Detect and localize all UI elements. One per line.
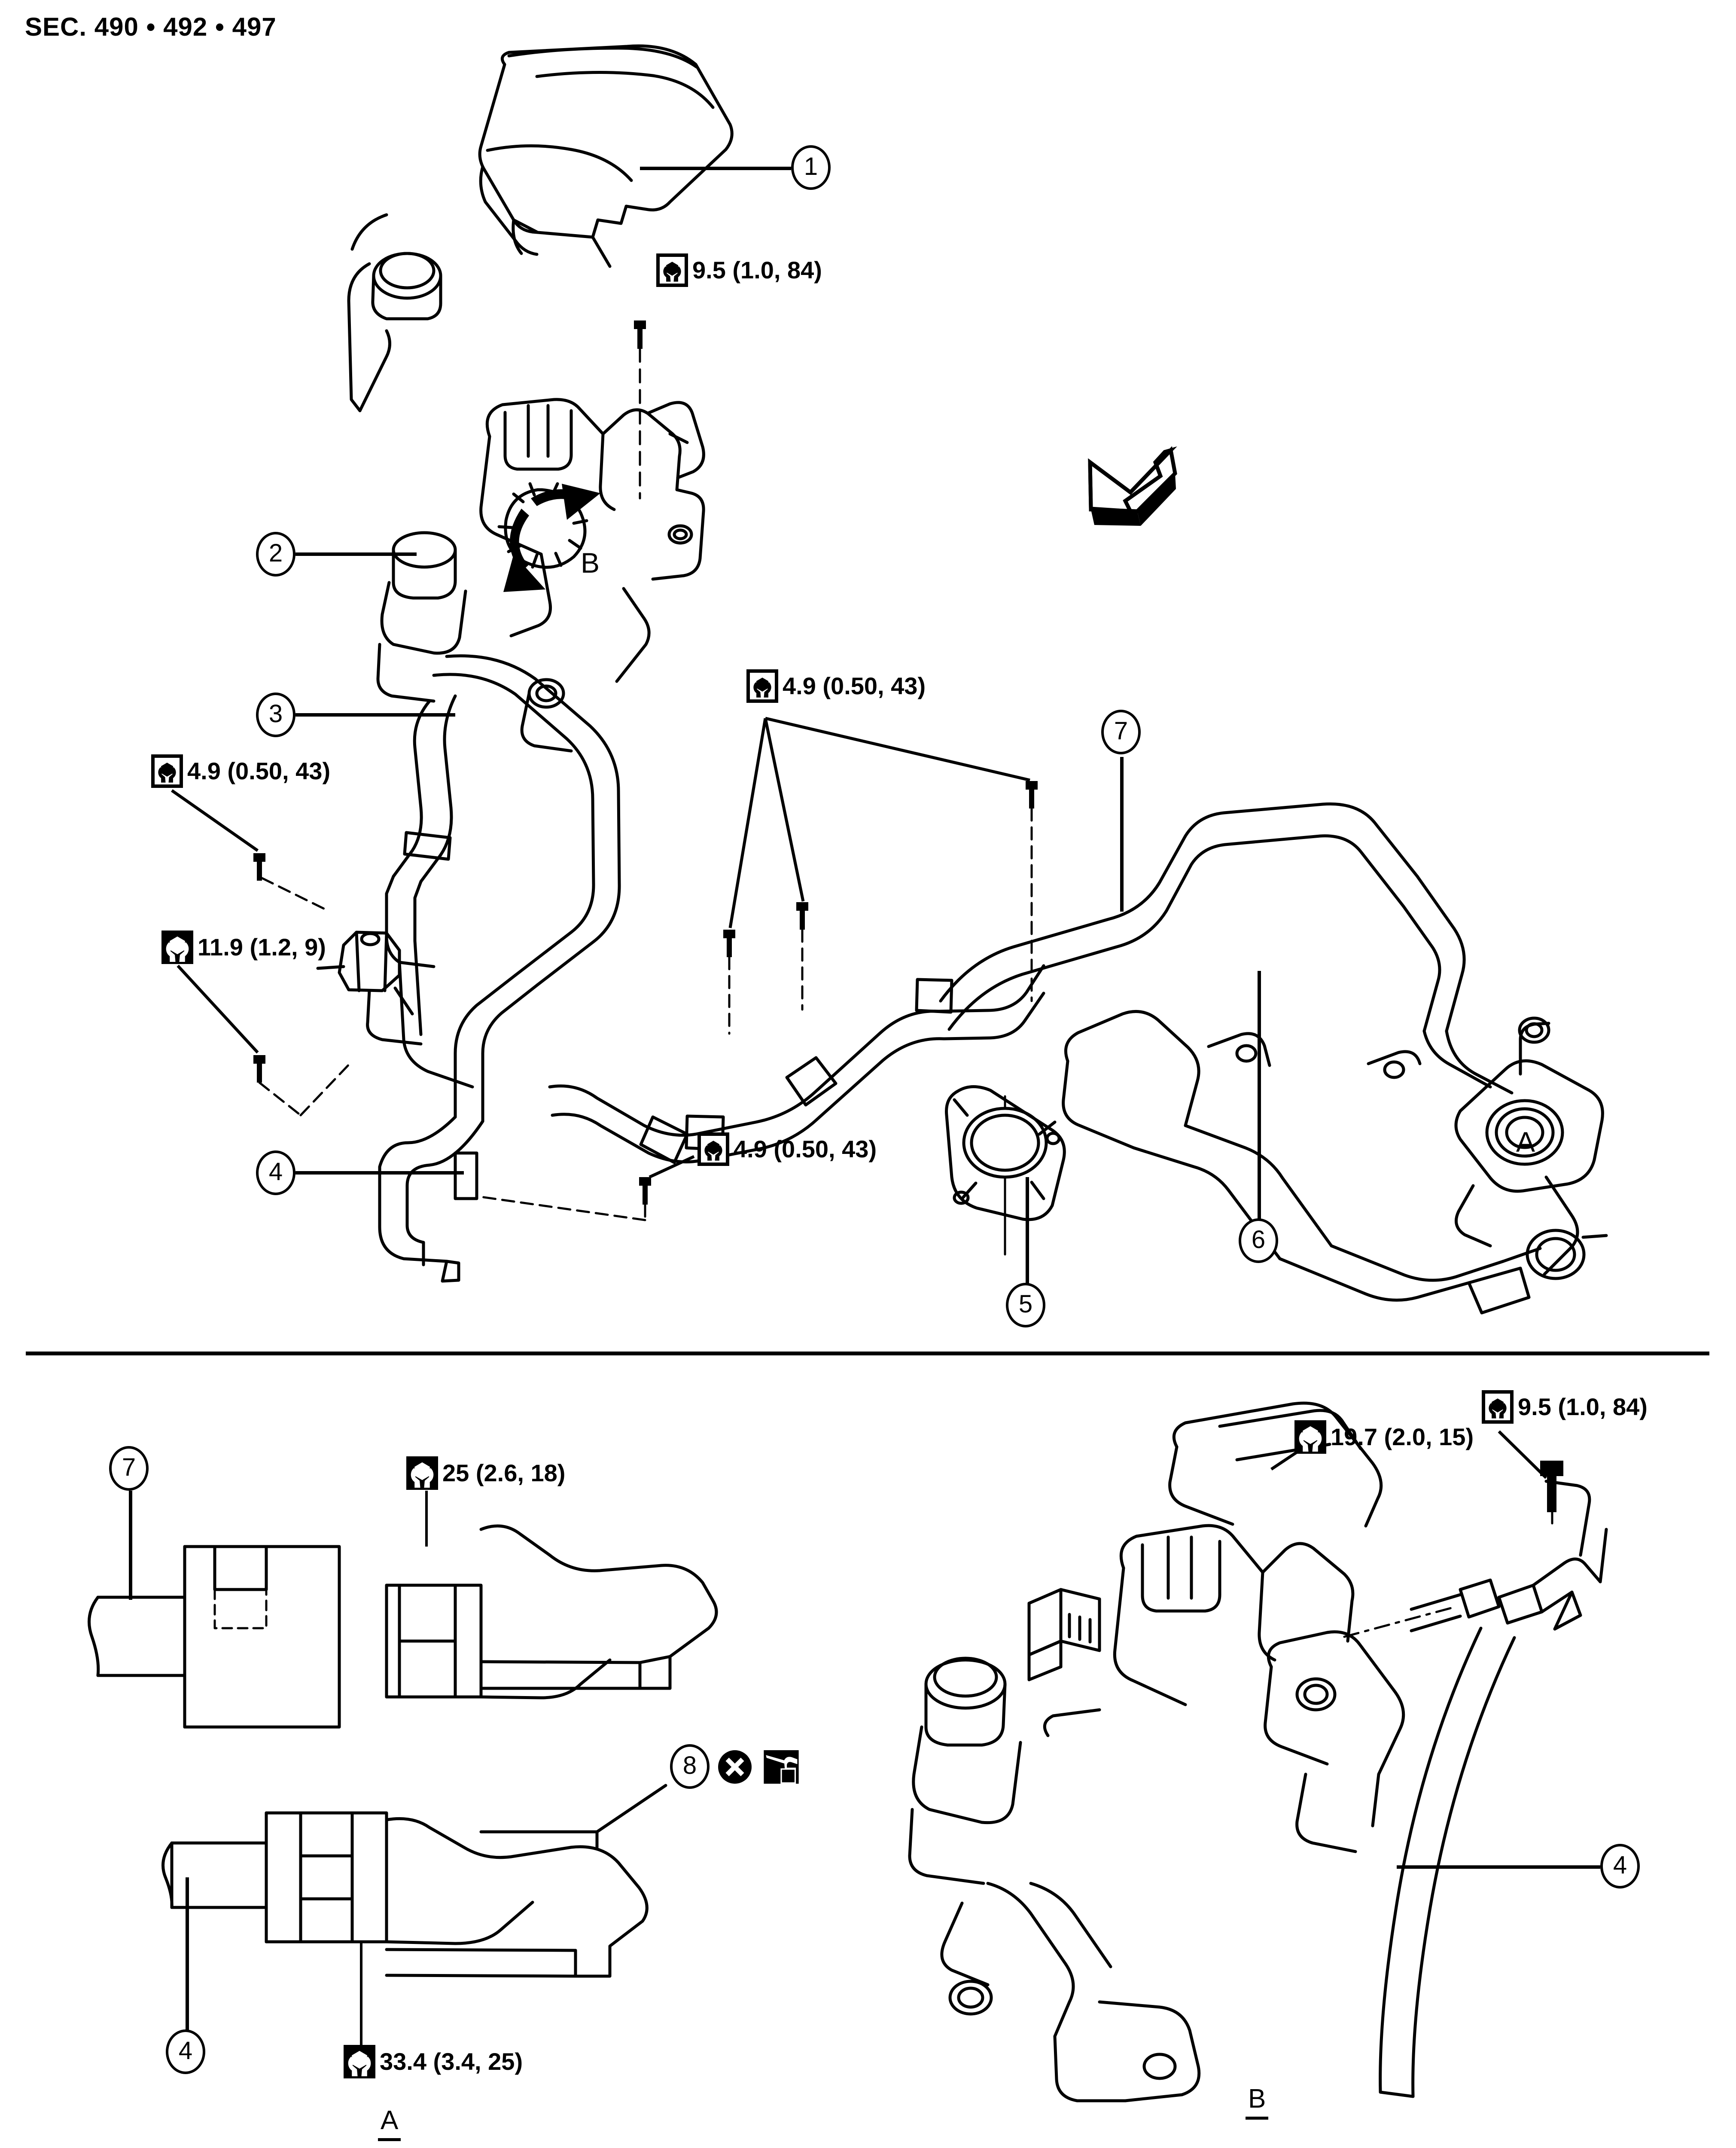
torque-wrench-outline-icon (151, 754, 183, 788)
leader-line-5 (1026, 1177, 1029, 1298)
leader-line-33-4 (360, 1942, 362, 2045)
leader-line-7 (1120, 757, 1124, 912)
torque-spec-4-9-lower: 4.9 (0.50, 43) (697, 1132, 877, 1166)
torque-spec-4-9-left: 4.9 (0.50, 43) (151, 754, 330, 788)
callout-a-7[interactable]: 7 (109, 1446, 149, 1491)
detail-marker-a-top: A (1516, 1126, 1535, 1158)
torque-spec-11-9: 11.9 (1.2, 9) (161, 931, 326, 964)
detail-section-label-a: A (378, 2105, 401, 2141)
callout-a-8[interactable]: 8 (670, 1744, 710, 1789)
leader-line-3 (295, 713, 455, 717)
leader-line-25 (425, 1491, 428, 1547)
torque-wrench-outline-icon (656, 253, 688, 287)
page-title: SEC. 490 • 492 • 497 (25, 12, 277, 41)
leader-line-a4 (186, 1877, 189, 2031)
torque-wrench-outline-icon (746, 669, 778, 703)
callout-a-4[interactable]: 4 (166, 2029, 205, 2074)
callout-5[interactable]: 5 (1006, 1283, 1045, 1327)
callout-b-4[interactable]: 4 (1600, 1844, 1640, 1889)
callout-4[interactable]: 4 (256, 1150, 295, 1195)
direction-arrow-icon (1088, 446, 1177, 526)
torque-spec-25: 25 (2.6, 18) (406, 1456, 565, 1490)
detail-section-label-b: B (1246, 2084, 1269, 2120)
section-divider (26, 1352, 1709, 1355)
leader-line-1 (640, 167, 791, 170)
leader-line-2 (295, 552, 417, 556)
torque-spec-19-7: 19.7 (2.0, 15) (1294, 1420, 1474, 1454)
torque-spec-4-9-center: 4.9 (0.50, 43) (746, 669, 926, 703)
callout-2[interactable]: 2 (256, 532, 295, 577)
torque-spec-33-4: 33.4 (3.4, 25) (344, 2045, 523, 2078)
leader-line-a7 (129, 1491, 132, 1600)
detail-marker-b-top: B (581, 547, 600, 579)
leader-line-b4 (1397, 1865, 1600, 1869)
leader-line-6 (1258, 971, 1261, 1231)
torque-spec-9-5: 9.5 (1.0, 84) (656, 253, 822, 287)
callout-1[interactable]: 1 (791, 145, 831, 190)
oiler-grease-icon (764, 1750, 799, 1786)
torque-wrench-outline-icon (1482, 1390, 1514, 1424)
torque-wrench-outline-icon (697, 1132, 729, 1166)
callout-3[interactable]: 3 (256, 693, 295, 737)
no-reuse-icon (718, 1750, 752, 1784)
torque-wrench-solid-icon (1294, 1420, 1326, 1454)
torque-wrench-solid-icon (344, 2045, 375, 2078)
torque-spec-9-5-detail-b: 9.5 (1.0, 84) (1482, 1390, 1648, 1424)
leader-line-4 (295, 1171, 464, 1175)
callout-6[interactable]: 6 (1239, 1218, 1278, 1263)
torque-wrench-solid-icon (161, 931, 193, 964)
torque-wrench-solid-icon (406, 1456, 438, 1490)
callout-7[interactable]: 7 (1101, 710, 1141, 754)
